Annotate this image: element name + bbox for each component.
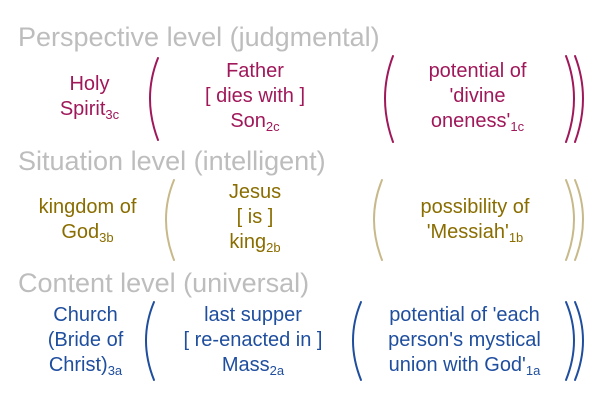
term-line-subscripted: Spirit3c (59, 98, 120, 122)
close-paren (565, 179, 575, 261)
open-paren (145, 301, 155, 381)
term-line-subscripted: Christ)3a (48, 354, 123, 378)
term-line: kingdom of (38, 196, 137, 218)
term-line: Church (53, 304, 118, 326)
open-paren (384, 55, 394, 143)
situation-right-term: possibility of 'Messiah'1b (385, 195, 565, 245)
term-line: [ dies with ] (204, 85, 306, 107)
close-paren (574, 179, 584, 261)
term-line: possibility of (420, 196, 530, 218)
term-line: (Bride of (47, 329, 124, 351)
situation-left-term: kingdom of God3b (15, 195, 160, 245)
term-line-subscripted: union with God'1a (388, 354, 541, 378)
content-right-term: potential of 'each person's mystical uni… (362, 303, 567, 378)
content-brackets (145, 301, 584, 381)
content-level-heading: Content level (universal) (18, 268, 310, 298)
close-paren (574, 55, 584, 143)
term-subscript: 3b (99, 230, 114, 245)
term-subscript: 2c (265, 119, 280, 134)
term-line: potential of (428, 60, 527, 82)
close-paren (574, 301, 584, 381)
content-left-term: Church (Bride of Christ)3a (28, 303, 143, 378)
open-paren (149, 57, 159, 141)
perspective-brackets (149, 55, 584, 143)
perspective-level-heading: Perspective level (judgmental) (18, 22, 380, 52)
term-line-subscripted: king2b (229, 231, 281, 255)
term-line: [ is ] (236, 206, 274, 228)
term-subscript: 1b (508, 230, 524, 245)
term-subscript: 2a (269, 363, 285, 378)
term-subscript: 3c (105, 107, 120, 122)
open-paren (373, 179, 383, 261)
perspective-right-term: potential of 'divine oneness'1c (395, 59, 560, 134)
term-line-subscripted: 'Messiah'1b (426, 221, 524, 245)
term-line-subscripted: Son2c (230, 110, 280, 134)
situation-brackets (165, 179, 584, 261)
term-subscript: 3a (107, 363, 123, 378)
perspective-middle-term: Father [ dies with ] Son2c (170, 59, 340, 134)
term-line-subscripted: God3b (61, 221, 114, 245)
term-line: Holy (69, 73, 110, 95)
open-paren (165, 179, 175, 261)
situation-middle-term: Jesus [ is ] king2b (185, 180, 325, 255)
term-subscript: 1c (510, 119, 525, 134)
open-paren (352, 301, 362, 381)
situation-level-heading: Situation level (intelligent) (18, 146, 326, 176)
close-paren (565, 55, 575, 143)
term-line-subscripted: Mass2a (221, 354, 285, 378)
close-paren (565, 301, 575, 381)
term-line: last supper (204, 304, 302, 326)
term-line: Jesus (228, 181, 282, 203)
term-subscript: 2b (266, 240, 281, 255)
term-line: [ re-enacted in ] (183, 329, 323, 351)
perspective-left-term: Holy Spirit3c (42, 72, 137, 122)
term-line: potential of 'each (389, 304, 540, 326)
term-line-subscripted: oneness'1c (430, 110, 525, 134)
term-line: person's mystical (388, 329, 541, 351)
term-line: 'divine (449, 85, 506, 107)
content-middle-term: last supper [ re-enacted in ] Mass2a (158, 303, 348, 378)
term-subscript: 1a (525, 363, 541, 378)
term-line: Father (226, 60, 284, 82)
